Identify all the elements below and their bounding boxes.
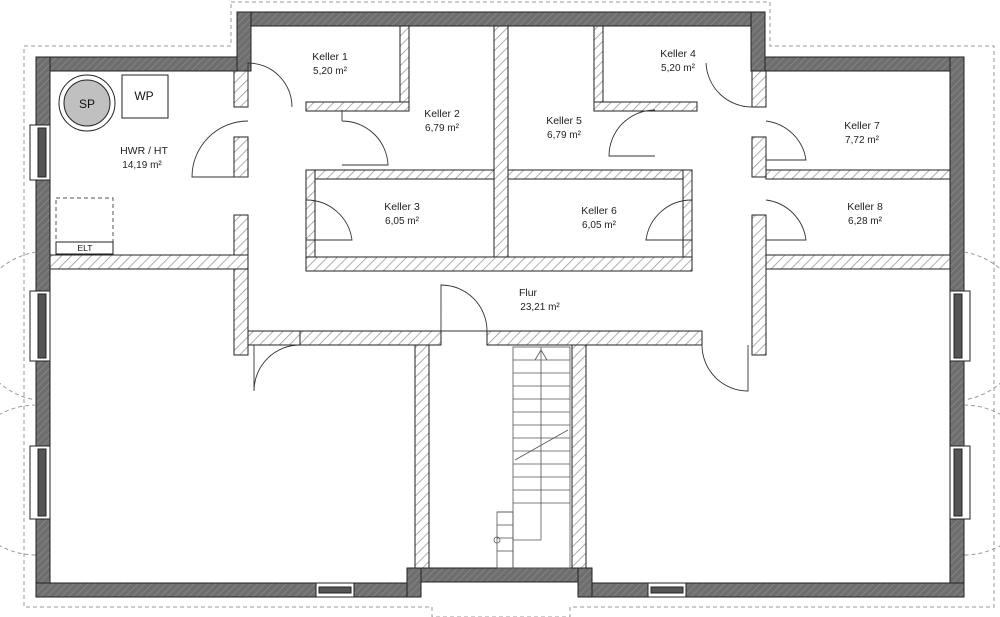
room-name-hwr: HWR / HT	[120, 145, 168, 157]
room-labels: HWR / HT 14,19 m² Keller 1 5,20 m² Kelle…	[120, 48, 883, 313]
room-area-keller2: 6,79 m²	[425, 123, 460, 134]
room-area-hwr: 14,19 m²	[122, 160, 162, 171]
room-area-keller3: 6,05 m²	[385, 216, 420, 227]
room-area-keller5: 6,79 m²	[547, 130, 582, 141]
light-wells	[0, 251, 1000, 556]
door-swings	[191, 62, 807, 392]
heat-pump-label: WP	[134, 89, 153, 103]
room-area-keller1: 5,20 m²	[313, 66, 348, 77]
room-area-flur: 23,21 m²	[520, 302, 560, 313]
interior-walls	[49, 25, 951, 569]
room-name-keller2: Keller 2	[424, 108, 460, 120]
heat-pump: WP	[121, 74, 169, 119]
room-area-keller4: 5,20 m²	[661, 63, 696, 74]
electrical-label: ELT	[78, 243, 93, 253]
storage-tank-label: SP	[79, 97, 95, 111]
electrical-cabinet: ELT	[55, 197, 114, 255]
room-name-keller4: Keller 4	[660, 48, 696, 60]
storage-tank: SP	[58, 74, 116, 132]
room-name-keller1: Keller 1	[312, 51, 348, 63]
room-name-keller6: Keller 6	[581, 205, 617, 217]
room-name-keller5: Keller 5	[546, 115, 582, 127]
staircase	[493, 346, 571, 569]
dashed-outline	[23, 1, 995, 617]
room-name-keller3: Keller 3	[384, 201, 420, 213]
room-area-keller7: 7,72 m²	[845, 135, 880, 146]
windows	[29, 124, 971, 598]
room-name-keller7: Keller 7	[844, 120, 880, 132]
room-area-keller6: 6,05 m²	[582, 220, 617, 231]
room-name-keller8: Keller 8	[847, 201, 883, 213]
room-name-flur: Flur	[519, 287, 538, 299]
room-area-keller8: 6,28 m²	[848, 216, 883, 227]
